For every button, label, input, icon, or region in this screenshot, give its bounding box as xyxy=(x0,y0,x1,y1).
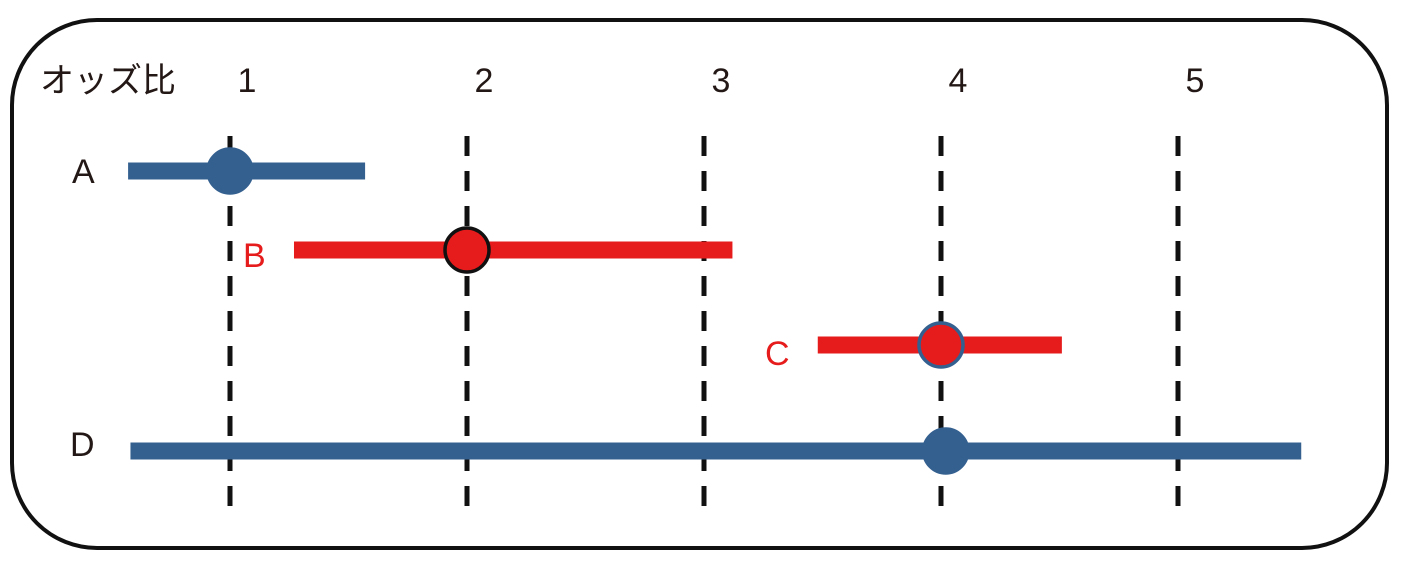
x-tick-label: 2 xyxy=(475,62,494,100)
row-label: D xyxy=(70,426,95,464)
row-label: A xyxy=(72,153,95,191)
series-row-B: B xyxy=(243,226,733,275)
axis-title: オッズ比 xyxy=(40,61,176,101)
x-tick-label: 1 xyxy=(238,62,257,100)
x-tick-label: 3 xyxy=(712,62,731,100)
point-estimate xyxy=(206,147,254,195)
x-tick-label: 5 xyxy=(1186,62,1205,100)
row-label: C xyxy=(765,335,790,373)
series-rows: A B C D xyxy=(70,147,1302,475)
x-tick-label: 4 xyxy=(949,62,968,100)
series-row-D: D xyxy=(70,426,1302,475)
point-estimate xyxy=(443,226,491,274)
row-label: B xyxy=(243,237,266,275)
point-estimate xyxy=(917,321,965,369)
series-row-C: C xyxy=(765,321,1062,373)
point-estimate xyxy=(921,427,970,475)
chart-frame xyxy=(10,18,1389,550)
x-tick-labels: 1 2 3 4 5 xyxy=(238,62,1205,100)
series-row-A: A xyxy=(72,147,366,195)
